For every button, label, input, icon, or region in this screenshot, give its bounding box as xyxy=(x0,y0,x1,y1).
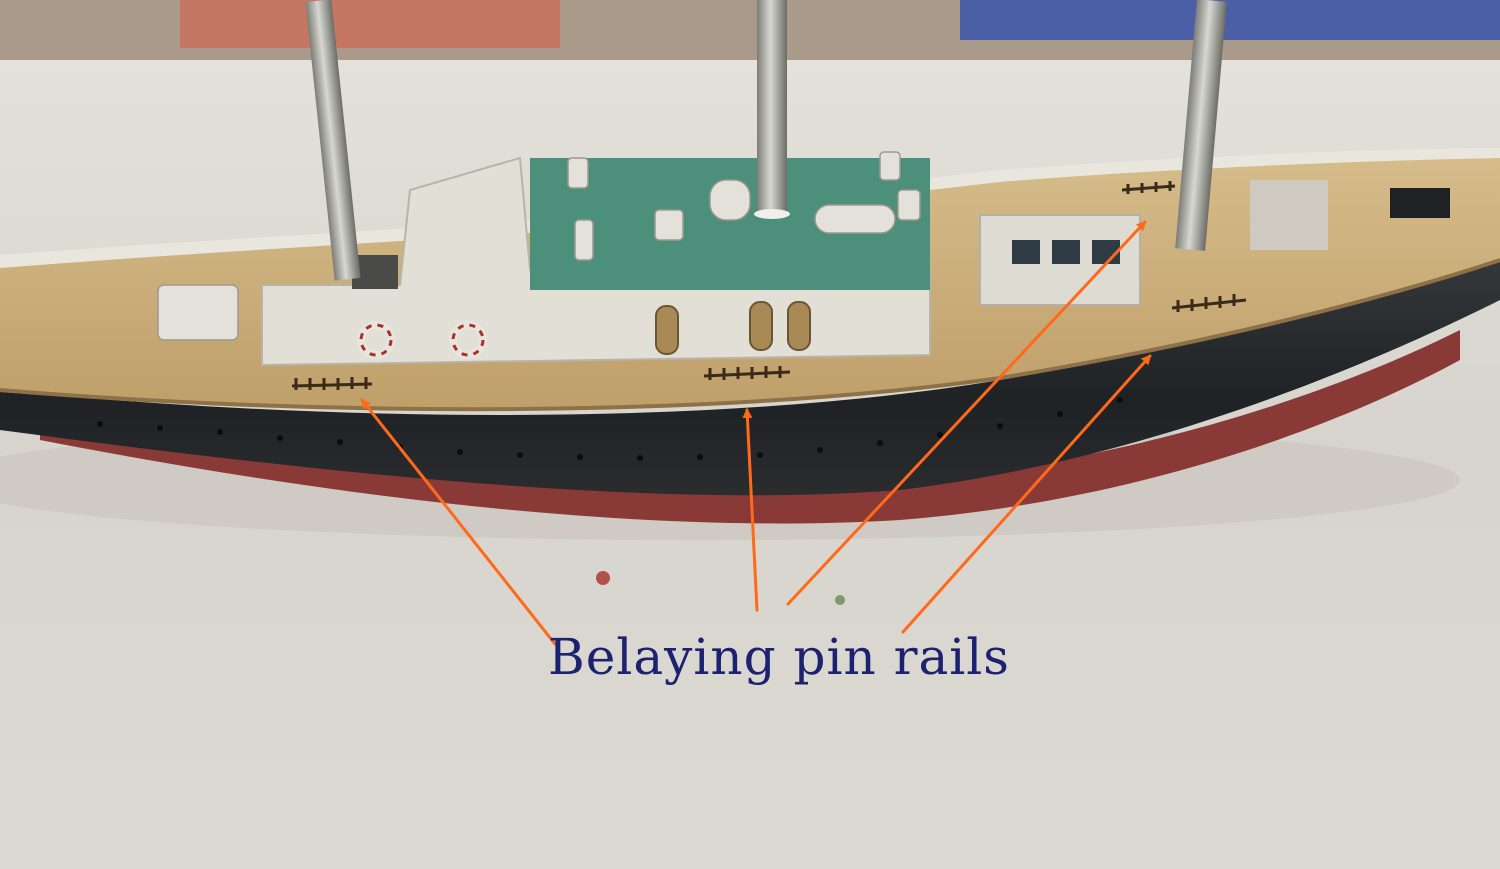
pin-rail-midships xyxy=(703,366,791,380)
doors xyxy=(655,301,811,355)
pin-rail-fore-upper xyxy=(1121,181,1176,194)
life-rings xyxy=(357,321,487,359)
mast-main-collar xyxy=(754,209,790,219)
background-top-red xyxy=(180,0,560,48)
arrow-to-midships-rail xyxy=(742,408,759,612)
deck-fittings xyxy=(157,151,921,341)
pin-rail-fore-lower xyxy=(1171,294,1247,312)
annotation-label: Belaying pin rails xyxy=(548,628,1010,686)
mast-aft xyxy=(305,0,361,281)
bow-housing xyxy=(1250,180,1328,250)
pin-rail-aft xyxy=(291,377,373,390)
mast-main xyxy=(757,0,787,216)
deck-edge xyxy=(0,258,1500,412)
mast-fore xyxy=(1175,0,1227,251)
deckhouse-windows xyxy=(1012,240,1120,264)
stain-green xyxy=(835,595,845,605)
windlass xyxy=(1390,188,1450,218)
arrow-to-fore-lower-rail xyxy=(901,354,1152,634)
arrow-to-fore-upper-rail xyxy=(786,220,1147,606)
arrow-to-aft-rail xyxy=(360,398,557,646)
background-top-blue xyxy=(960,0,1500,40)
stain-red xyxy=(596,571,610,585)
hull-black xyxy=(0,260,1500,496)
annotation-arrows xyxy=(360,220,1152,646)
